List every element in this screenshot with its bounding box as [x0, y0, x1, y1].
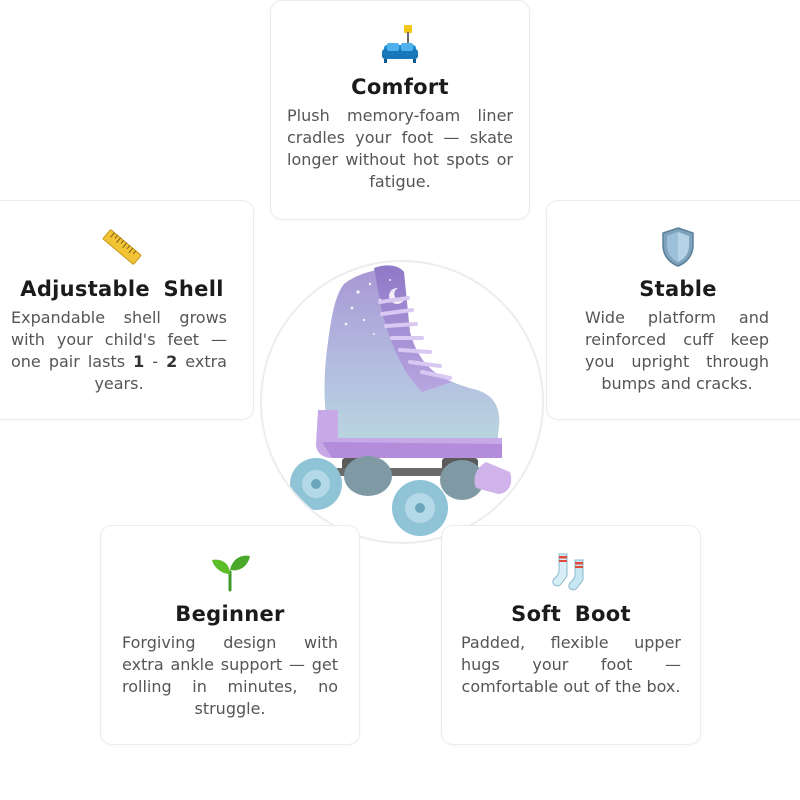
feature-card-stable: Stable Wide platform and reinforced cuff…: [546, 200, 800, 420]
feature-description: Forgiving design with extra ankle suppor…: [122, 633, 338, 718]
seedling-icon: [206, 548, 254, 596]
shield-icon: [654, 223, 702, 271]
feature-title: Stable: [639, 277, 717, 301]
feature-card-soft-boot: Soft Boot Padded, flexible upper hugs yo…: [441, 525, 701, 745]
feature-description: Plush memory-foam liner cradles your foo…: [287, 106, 513, 191]
socks-icon: [547, 548, 595, 596]
feature-description: Padded, flexible upper hugs your foot — …: [461, 633, 681, 696]
feature-card-adjustable-shell: Adjustable Shell Expandable shell grows …: [0, 200, 254, 420]
ruler-icon: [98, 223, 146, 271]
roller-skate-image: [260, 260, 544, 544]
feature-description: Expandable shell grows with your child's…: [11, 308, 227, 393]
feature-description: Wide platform and reinforced cuff keep y…: [585, 308, 769, 393]
feature-title: Adjustable Shell: [20, 277, 224, 301]
feature-title: Comfort: [351, 75, 449, 99]
feature-title: Soft Boot: [511, 602, 631, 626]
feature-card-comfort: Comfort Plush memory-foam liner cradles …: [270, 0, 530, 220]
feature-title: Beginner: [175, 602, 285, 626]
feature-card-beginner: Beginner Forgiving design with extra ank…: [100, 525, 360, 745]
couch-icon: [376, 21, 424, 69]
